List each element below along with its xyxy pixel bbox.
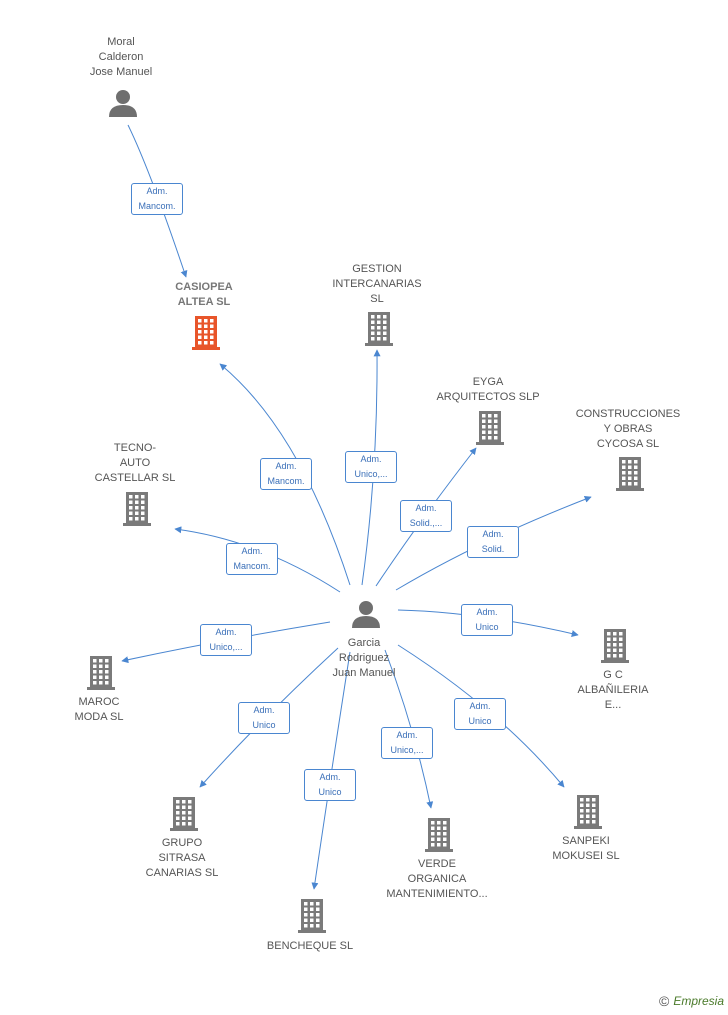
node-label-tecno[interactable]: TECNO- AUTO CASTELLAR SL <box>94 442 176 484</box>
node-label-bencheque[interactable]: BENCHEQUE SL <box>266 940 354 952</box>
edge-label-garcia-eyga[interactable]: Adm. Solid.,... <box>400 500 452 532</box>
edge-label-garcia-verde[interactable]: Adm. Unico,... <box>381 727 433 759</box>
footer-brand: © Empresia <box>659 993 724 1009</box>
building-icon-gestion[interactable] <box>365 312 393 346</box>
building-icon-construcciones[interactable] <box>616 457 644 491</box>
node-label-moral[interactable]: Moral Calderon Jose Manuel <box>89 36 153 78</box>
node-label-sanpeki[interactable]: SANPEKI MOKUSEI SL <box>552 835 620 862</box>
node-label-casiopea[interactable]: CASIOPEA ALTEA SL <box>175 281 233 308</box>
edge-label-garcia-gestion[interactable]: Adm. Unico,... <box>345 451 397 483</box>
brand-logo-text: Empresia <box>673 994 724 1008</box>
edge-garcia-casiopea <box>219 363 351 586</box>
edge-label-garcia-bencheque[interactable]: Adm. Unico <box>304 769 356 801</box>
building-icon-bencheque[interactable] <box>298 899 326 933</box>
building-icon-eyga[interactable] <box>476 411 504 445</box>
node-label-verde[interactable]: VERDE ORGANICA MANTENIMIENTO... <box>386 858 488 900</box>
building-icon-sanpeki[interactable] <box>574 795 602 829</box>
edge-label-garcia-gc[interactable]: Adm. Unico <box>461 604 513 636</box>
edge-label-garcia-casiopea[interactable]: Adm. Mancom. <box>260 458 312 490</box>
edge-label-garcia-sanpeki[interactable]: Adm. Unico <box>454 698 506 730</box>
building-icon-grupo[interactable] <box>170 797 198 831</box>
building-icon-casiopea[interactable] <box>192 316 220 350</box>
node-label-gestion[interactable]: GESTION INTERCANARIAS SL <box>332 263 422 305</box>
building-icon-gc[interactable] <box>601 629 629 663</box>
node-label-eyga[interactable]: EYGA ARQUITECTOS SLP <box>436 376 540 403</box>
node-label-construcciones[interactable]: CONSTRUCCIONES Y OBRAS CYCOSA SL <box>575 408 681 450</box>
edge-label-moral-casiopea[interactable]: Adm. Mancom. <box>131 183 183 215</box>
node-label-gc[interactable]: G C ALBAÑILERIA E... <box>577 669 649 711</box>
copyright-symbol: © <box>658 993 670 1009</box>
edge-label-garcia-maroc[interactable]: Adm. Unico,... <box>200 624 252 656</box>
edge-label-garcia-grupo[interactable]: Adm. Unico <box>238 702 290 734</box>
building-icon-maroc[interactable] <box>87 656 115 690</box>
edge-label-garcia-tecno[interactable]: Adm. Mancom. <box>226 543 278 575</box>
edge-label-garcia-construcciones[interactable]: Adm. Solid. <box>467 526 519 558</box>
person-icon-moral[interactable] <box>109 90 137 117</box>
node-label-grupo[interactable]: GRUPO SITRASA CANARIAS SL <box>145 837 219 879</box>
building-icon-tecno[interactable] <box>123 492 151 526</box>
node-label-garcia[interactable]: Garcia Rodriguez Juan Manuel <box>332 637 396 679</box>
person-icon-garcia[interactable] <box>352 601 380 628</box>
node-label-maroc[interactable]: MAROC MODA SL <box>74 696 124 723</box>
building-icon-verde[interactable] <box>425 818 453 852</box>
